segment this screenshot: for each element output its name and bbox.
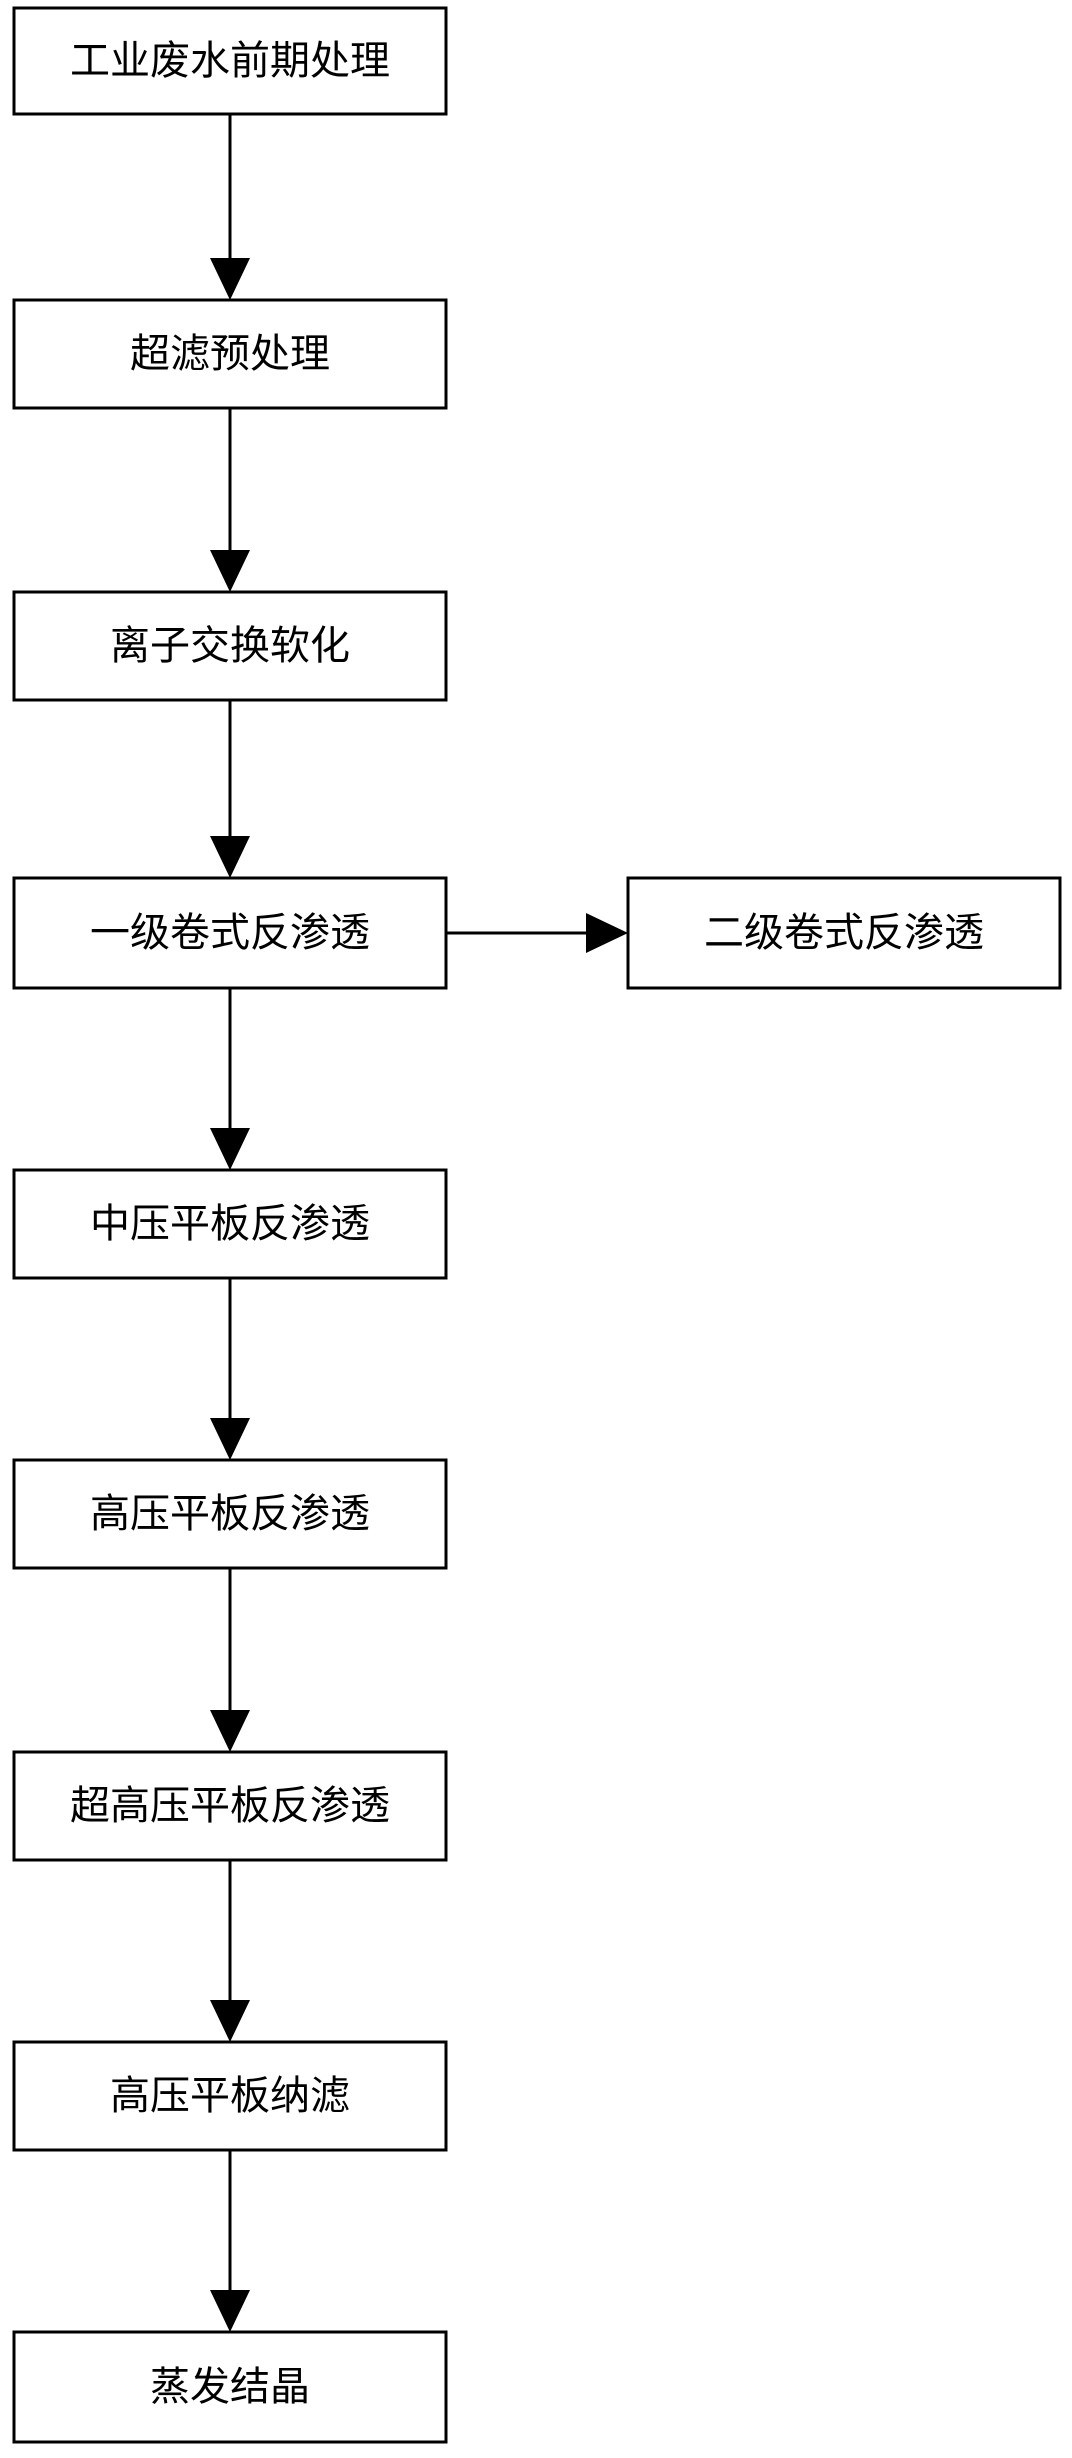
node-n5: 二级卷式反渗透 — [626, 876, 1062, 990]
node-n7: 高压平板反渗透 — [12, 1458, 448, 1570]
node-label: 一级卷式反渗透 — [90, 910, 370, 956]
edge-n4-n5 — [446, 913, 628, 953]
edge-n9-n10 — [210, 2150, 250, 2332]
edge-n4-n6 — [210, 988, 250, 1170]
edge-n3-n4 — [210, 700, 250, 878]
node-n10: 蒸发结晶 — [12, 2330, 448, 2444]
node-label: 超滤预处理 — [130, 331, 330, 377]
edge-n7-n8 — [210, 1568, 250, 1752]
edge-n1-n2 — [210, 114, 250, 300]
node-label: 高压平板反渗透 — [90, 1491, 370, 1537]
node-n4: 一级卷式反渗透 — [12, 876, 448, 990]
node-n8: 超高压平板反渗透 — [12, 1750, 448, 1862]
node-n1: 工业废水前期处理 — [12, 6, 448, 116]
node-n9: 高压平板纳滤 — [12, 2040, 448, 2152]
node-n6: 中压平板反渗透 — [12, 1168, 448, 1280]
edge-n6-n7 — [210, 1278, 250, 1460]
node-label: 工业废水前期处理 — [70, 38, 390, 84]
node-label: 高压平板纳滤 — [110, 2073, 350, 2119]
node-label: 蒸发结晶 — [150, 2364, 310, 2410]
node-label: 离子交换软化 — [110, 623, 350, 669]
edge-n2-n3 — [210, 408, 250, 592]
node-label: 中压平板反渗透 — [90, 1201, 370, 1247]
node-n3: 离子交换软化 — [12, 590, 448, 702]
edge-n8-n9 — [210, 1860, 250, 2042]
edges — [210, 114, 628, 2332]
node-label: 二级卷式反渗透 — [704, 910, 984, 956]
node-label: 超高压平板反渗透 — [70, 1783, 390, 1829]
node-n2: 超滤预处理 — [12, 298, 448, 410]
